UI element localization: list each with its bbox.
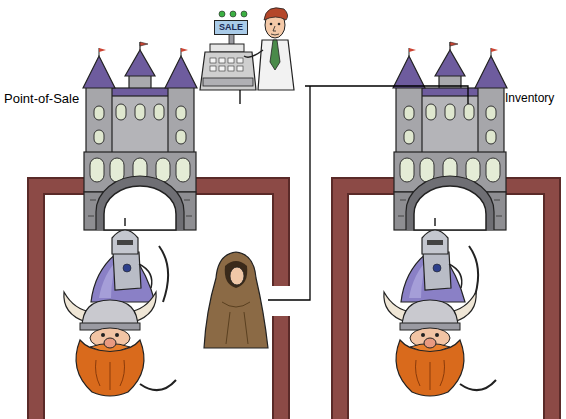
dwarf-worker [64,292,176,396]
arm [244,50,263,57]
system-title: Inventory [505,92,554,104]
robe-folds [222,302,250,344]
system-enclosure: Point-of-Sale [28,104,290,419]
wall [502,186,552,419]
cash-register-art [200,11,256,90]
hair [264,8,288,20]
wall [36,186,88,419]
wall [192,186,281,286]
sign-text: SALE [214,20,248,35]
wall [274,316,288,419]
register-drawer [203,78,253,86]
lamp [241,11,247,17]
lamp [230,11,236,17]
lamp [219,11,225,17]
cash-register: SALE [200,12,305,90]
message-wire [268,86,310,300]
monk-face [230,267,244,285]
wall [502,186,552,419]
wall [192,186,281,286]
shopkeeper [244,8,294,90]
shirt [258,40,294,90]
tie [270,40,280,70]
register-display [210,44,244,52]
castle-gate [393,42,507,230]
system-enclosure: Inventory [330,104,566,419]
dwarf-worker [384,292,496,396]
register-keys [210,58,243,71]
connector-line [305,86,468,104]
wall [36,186,88,419]
monk-robe [204,252,268,348]
system-title: Point-of-Sale [4,92,79,105]
monk-messenger [204,252,268,348]
knight-guard [401,218,478,302]
wall [272,316,290,419]
connector-line [239,90,240,104]
knight-guard [91,218,168,302]
monk-hood [225,261,248,288]
castle-gate [83,42,197,230]
